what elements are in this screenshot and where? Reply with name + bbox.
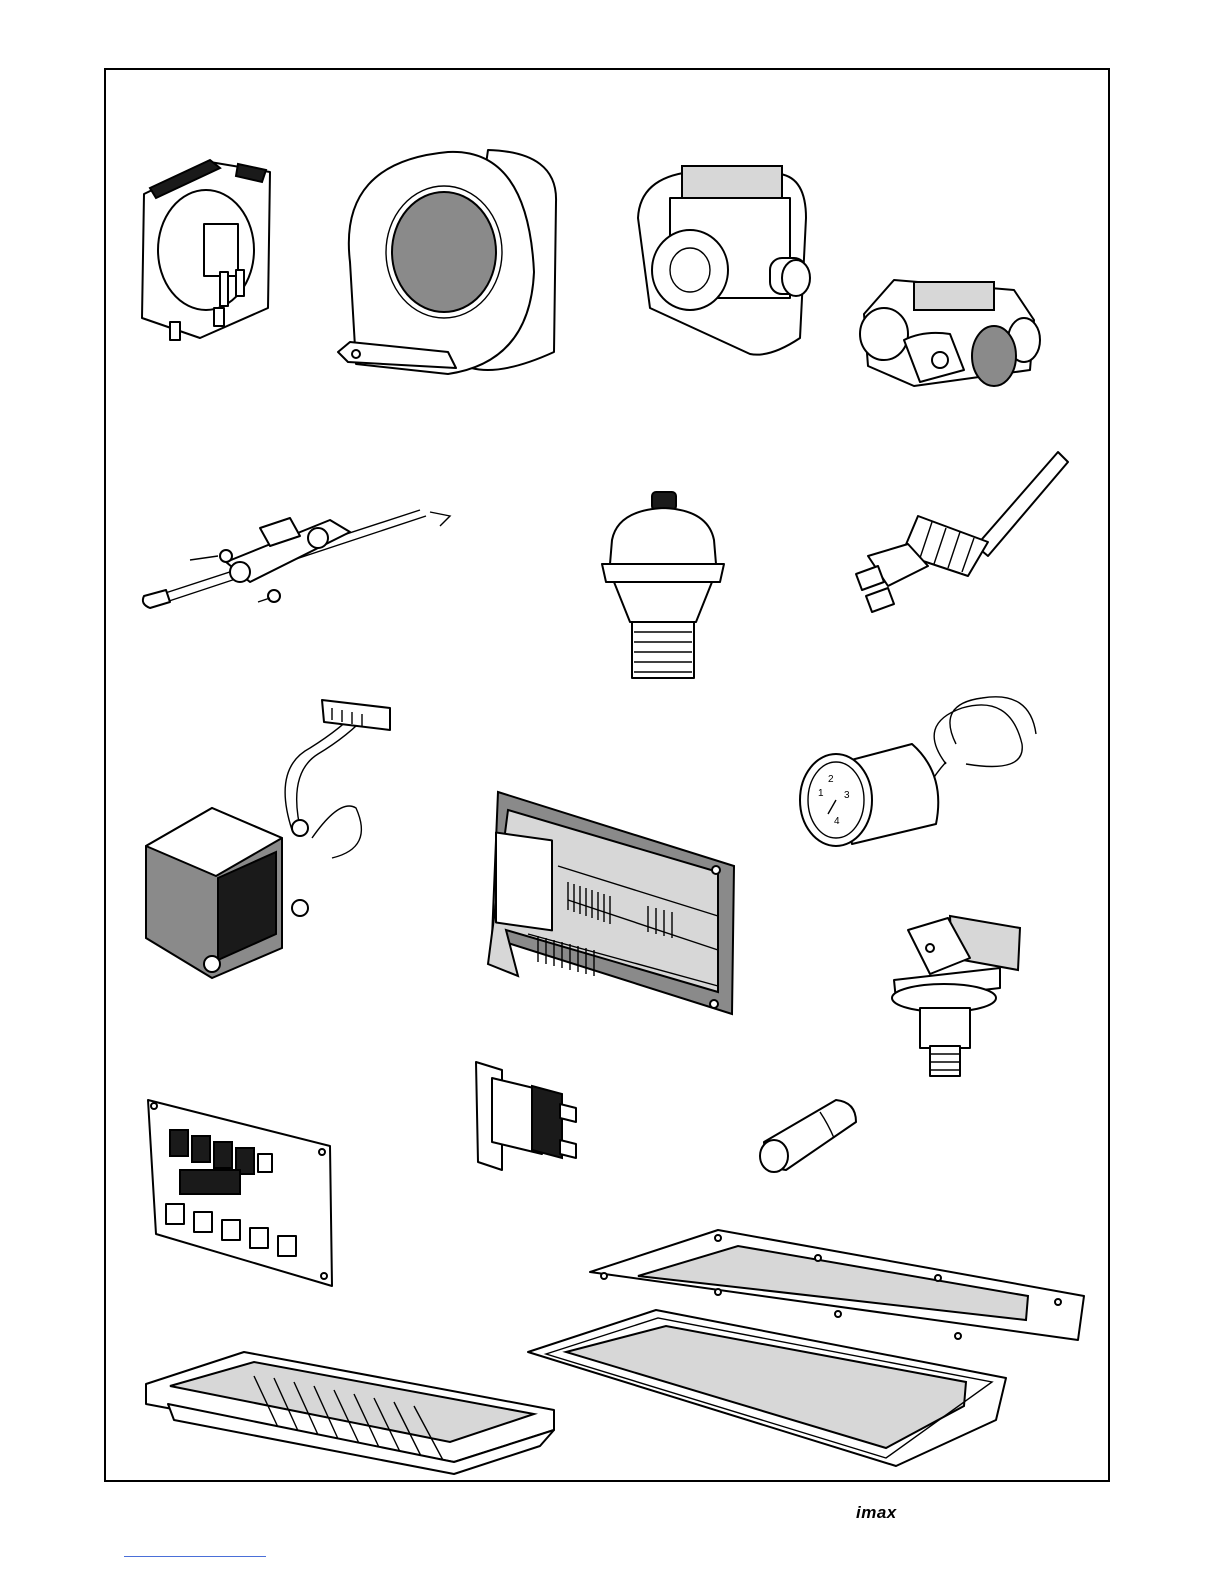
temperature-sensor [856,452,1068,612]
display-board [148,1100,332,1286]
condensate-tray [146,1352,554,1474]
page-frame: 1 2 3 4 [104,68,1110,1482]
gasket-rubber [528,1310,1006,1466]
relay [476,1062,576,1170]
gauge-tick-1: 1 [818,788,824,799]
automatic-air-vent [602,492,724,678]
ignition-transformer [146,700,390,978]
ignition-electrode [143,510,450,608]
control-board [488,792,734,1014]
pressure-gauge: 1 2 3 4 [800,697,1036,846]
gauge-tick-2: 2 [828,774,834,785]
spare-parts-illustration: 1 2 3 4 [106,70,1112,1484]
gas-valve-main [638,166,810,355]
footer-link-underline [124,1556,266,1557]
gas-valve-secondary [860,280,1040,386]
air-pressure-switch [142,160,270,340]
water-pressure-switch [892,916,1020,1076]
fan-blower [338,150,556,374]
gauge-tick-3: 3 [844,790,850,801]
fuse [760,1100,856,1172]
brand-logo: imax [856,1503,897,1523]
gauge-tick-4: 4 [834,816,840,827]
